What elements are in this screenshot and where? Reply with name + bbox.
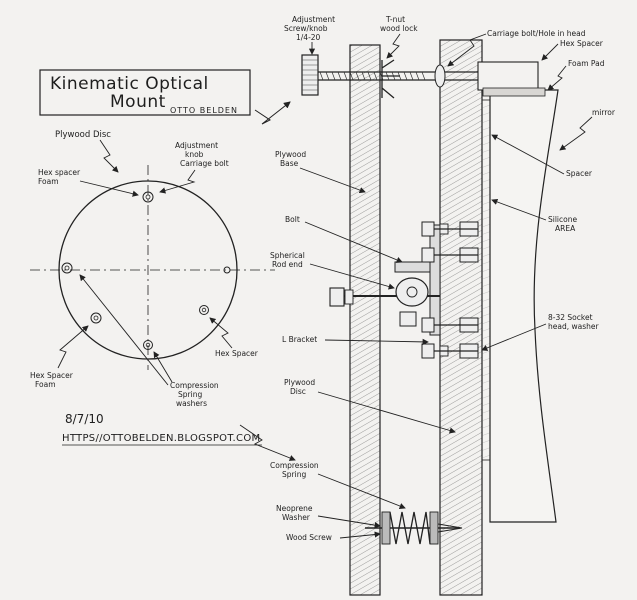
foam-pad <box>482 87 546 97</box>
label-socket-head-1: 8-32 Socket <box>548 313 593 322</box>
arrow-adj-knob <box>159 169 196 194</box>
arrow-hex-spacer-top <box>79 180 139 197</box>
bolt-nut <box>344 289 354 305</box>
label-spring-washers-3: washers <box>176 399 207 408</box>
label-l-bracket: L Bracket <box>282 335 317 344</box>
title-pointer-arrow <box>254 101 291 125</box>
arrow-hex-spacer-side <box>541 43 559 61</box>
arrow-spacer <box>491 134 565 175</box>
label-hex-spacer-right: Hex Spacer <box>215 349 259 358</box>
spherical-rod-end <box>395 277 429 307</box>
label-rod-end-1: Spherical <box>270 251 305 260</box>
label-spacer: Spacer <box>566 169 593 178</box>
t-nut <box>381 59 400 99</box>
label-neoprene-1: Neoprene <box>276 504 313 513</box>
arrow-compression-spring <box>317 473 406 509</box>
arrow-foam-pad <box>547 65 567 91</box>
label-compression-spring-1: Compression <box>270 461 319 470</box>
arrow-l-bracket <box>324 338 429 346</box>
plywood-base-board <box>349 44 381 596</box>
label-plywood-disc-1: Plywood <box>284 378 315 387</box>
arrow-spring-washers-bottom <box>153 351 173 383</box>
rod-end-nut <box>399 311 417 327</box>
carriage-bolt-head <box>434 64 446 88</box>
arrow-t-nut <box>386 33 401 59</box>
arrow-carriage-bolt <box>447 33 487 67</box>
label-carriage-bolt: Carriage bolt/Hole in head <box>487 29 586 38</box>
arrow-plywood-disc-side <box>317 391 456 434</box>
label-mirror: mirror <box>592 108 616 117</box>
socket-head-screws-upper <box>421 221 479 263</box>
front-view: Plywood Disc Adjustment knob Carriage bo… <box>30 130 275 408</box>
label-adj-screw-1: Adjustment <box>292 15 335 24</box>
label-compression-spring-2: Spring <box>282 470 306 479</box>
label-rod-end-2: Rod end <box>272 260 303 269</box>
label-hex-spacer-bottom-2: Foam <box>35 380 56 389</box>
label-t-nut-2: wood lock <box>380 24 418 33</box>
arrow-to-spring <box>239 424 296 461</box>
label-hex-spacer-side: Hex Spacer <box>560 39 604 48</box>
right-hex-spacer <box>199 305 209 315</box>
label-hex-spacer-top-1: Hex spacer <box>38 168 81 177</box>
label-adj-knob-2: knob <box>185 150 204 159</box>
arrow-plywood-base <box>299 167 366 194</box>
label-socket-head-2: head, washer <box>548 322 599 331</box>
rod-end-ball <box>406 286 418 298</box>
adjustment-knob-hole <box>223 266 231 274</box>
arrow-plywood-disc <box>99 139 119 173</box>
author-name: OTTO BELDEN <box>170 106 238 115</box>
top-hex-spacer <box>142 191 154 203</box>
label-foam-pad: Foam Pad <box>568 59 605 68</box>
mirror <box>489 89 559 523</box>
arrow-neoprene <box>317 515 381 529</box>
l-bracket-vertical <box>429 224 441 336</box>
label-plywood-disc-2: Disc <box>290 387 306 396</box>
arrow-hex-spacer-bottom <box>57 325 89 369</box>
label-plywood-base-2: Base <box>280 159 299 168</box>
label-adj-knob-1: Adjustment <box>175 141 218 150</box>
label-adj-knob-3: Carriage bolt <box>180 159 229 168</box>
date-text: 8/7/10 <box>65 412 104 426</box>
arrow-wood-screw <box>339 531 381 539</box>
arrow-mirror <box>559 116 593 151</box>
knob-knurling <box>302 59 318 91</box>
label-adj-screw-2: Screw/knob <box>284 24 328 33</box>
label-hex-spacer-bottom-1: Hex Spacer <box>30 371 74 380</box>
arrow-spring-washers-left <box>79 274 169 386</box>
title-box <box>39 69 251 116</box>
bolt-head <box>329 287 345 307</box>
side-view: Adjustment Screw/knob 1/4-20 T-nut wood … <box>270 15 616 596</box>
arrow-socket-head <box>481 323 547 351</box>
label-adj-screw-3: 1/4-20 <box>296 33 321 42</box>
label-t-nut-1: T-nut <box>385 15 405 24</box>
label-spring-washers-1: Compression <box>170 381 219 390</box>
label-silicone-2: AREA <box>555 224 576 233</box>
label-neoprene-2: Washer <box>282 513 311 522</box>
arrow-rod-end <box>309 263 395 290</box>
label-plywood-base-1: Plywood <box>275 150 306 159</box>
arrow-hex-spacer-right <box>209 317 233 349</box>
label-plywood-disc: Plywood Disc <box>55 130 111 140</box>
title-block: Kinematic Optical Mount OTTO BELDEN <box>39 69 291 125</box>
left-hex-spacer <box>61 262 73 274</box>
label-silicone-1: Silicone <box>548 215 577 224</box>
title-line-2: Mount <box>110 92 166 112</box>
silicone-spacer-strip <box>481 99 491 461</box>
label-bolt: Bolt <box>285 215 300 224</box>
socket-head-screws-lower <box>421 317 479 359</box>
bottom-hex-spacer <box>143 340 153 350</box>
arrow-bolt <box>304 221 403 263</box>
label-wood-screw: Wood Screw <box>286 533 332 542</box>
hex-spacer-block <box>477 61 539 91</box>
lower-left-hex-spacer <box>90 312 102 324</box>
blog-url: HTTPS//OTTOBELDEN.BLOGSPOT.COM <box>62 433 260 444</box>
title-line-1: Kinematic Optical <box>50 74 209 94</box>
label-hex-spacer-top-2: Foam <box>38 177 59 186</box>
arrow-silicone <box>491 198 547 221</box>
label-spring-washers-2: Spring <box>178 390 202 399</box>
